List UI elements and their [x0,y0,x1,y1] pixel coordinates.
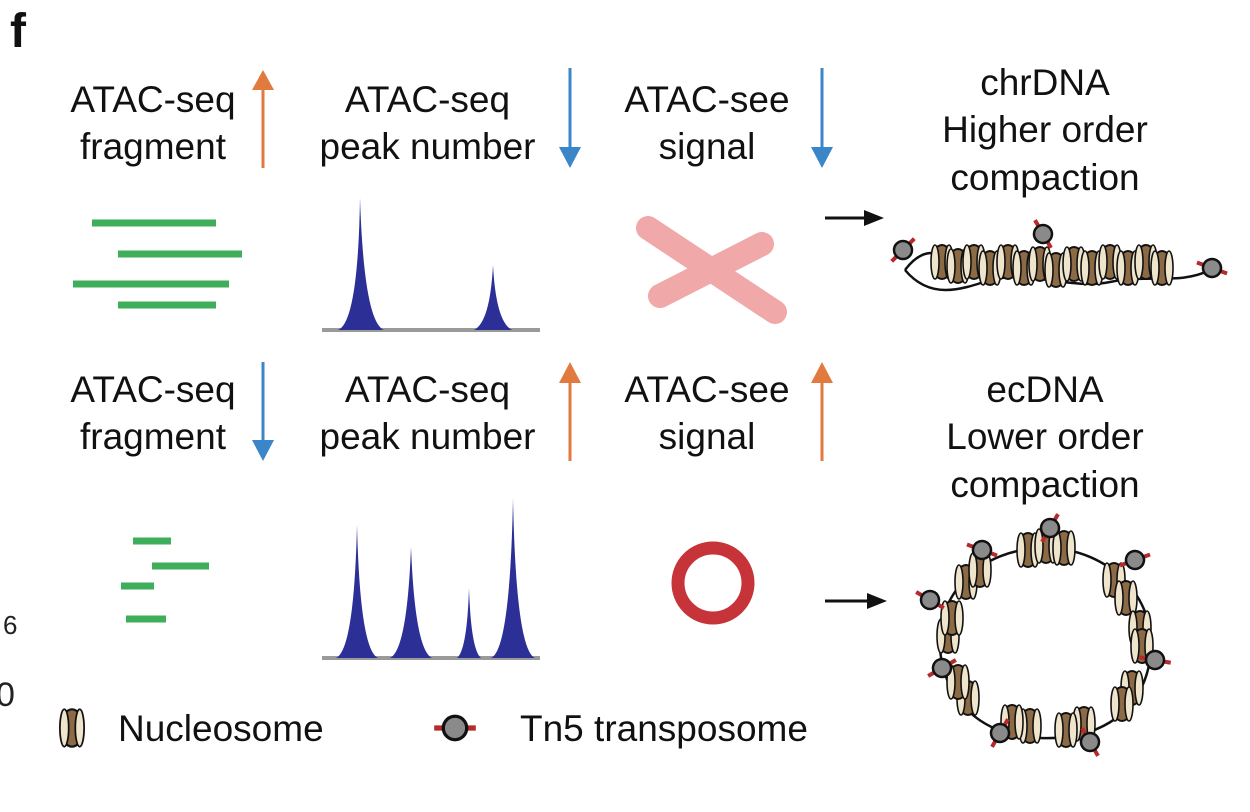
bottom-signal-label: ATAC-see signal [612,366,802,461]
top-peaks-down-arrow [559,68,581,168]
top-peaks-line2: peak number [319,126,536,168]
top-fragment-line1: ATAC-seq [70,79,236,120]
bottom-peak-3 [457,588,481,658]
bottom-signal-up-arrow [811,362,833,461]
bottom-peaks-line2: peak number [319,416,536,458]
top-state-label: chrDNA Higher order compaction [915,59,1175,201]
bottom-fragment-line1: ATAC-seq [70,369,236,410]
panel-letter: f [10,5,26,58]
bottom-right-arrow [825,593,887,609]
top-fragment-line2: fragment [79,126,226,168]
bottom-signal-line1: ATAC-see [624,369,790,410]
bottom-peaks-line1: ATAC-seq [344,369,511,410]
top-peaks-line1: ATAC-seq [344,79,511,120]
legend-tn5-label: Tn5 transposome [520,708,808,749]
bottom-state-line3: compaction [950,463,1140,505]
chromosome-icon [636,216,787,324]
top-state-line3: compaction [950,156,1140,198]
top-peaks [322,198,540,332]
top-signal-line1: ATAC-see [624,79,790,120]
top-state-line2: Higher order [942,109,1148,151]
bottom-state-line2: Lower order [946,416,1144,458]
top-right-arrow [825,210,884,226]
bottom-fragment-down-arrow [252,362,274,461]
bottom-peaks [322,498,540,660]
legend-tn5-icon [434,716,476,739]
edge-fragment-b: 0 [0,676,15,714]
open-chromatin-ring [909,507,1175,763]
bottom-peaks-label: ATAC-seq peak number [305,366,550,461]
ring-nucleosomes [936,528,1154,748]
top-peak-1 [338,198,384,330]
bottom-state-line1: ecDNA [986,369,1104,410]
bottom-fragments [121,537,209,623]
compact-chromatin-fiber [885,213,1233,292]
bottom-peaks-up-arrow [559,362,581,461]
top-signal-label: ATAC-see signal [612,76,802,171]
bottom-peak-2 [390,547,432,658]
top-state-line1: chrDNA [980,62,1110,103]
bottom-peak-4 [491,498,535,658]
legend-nucleosome-icon [58,708,86,748]
bottom-signal-line2: signal [658,416,756,458]
bottom-fragment-line2: fragment [79,416,226,458]
bottom-peak-1 [336,525,378,658]
top-fragments [73,219,242,309]
top-signal-down-arrow [811,68,833,168]
fiber-nucleosomes [930,244,1174,288]
top-fragment-label: ATAC-seq fragment [58,76,248,171]
top-peak-2 [474,265,512,330]
bottom-state-label: ecDNA Lower order compaction [915,366,1175,508]
legend-nucleosome-label: Nucleosome [118,708,324,749]
ecdna-ring-icon [671,541,755,625]
bottom-fragment-label: ATAC-seq fragment [58,366,248,461]
top-peaks-label: ATAC-seq peak number [305,76,550,171]
top-fragment-up-arrow [252,70,274,168]
edge-fragment-a: 6 [3,610,18,640]
top-signal-line2: signal [658,126,756,168]
